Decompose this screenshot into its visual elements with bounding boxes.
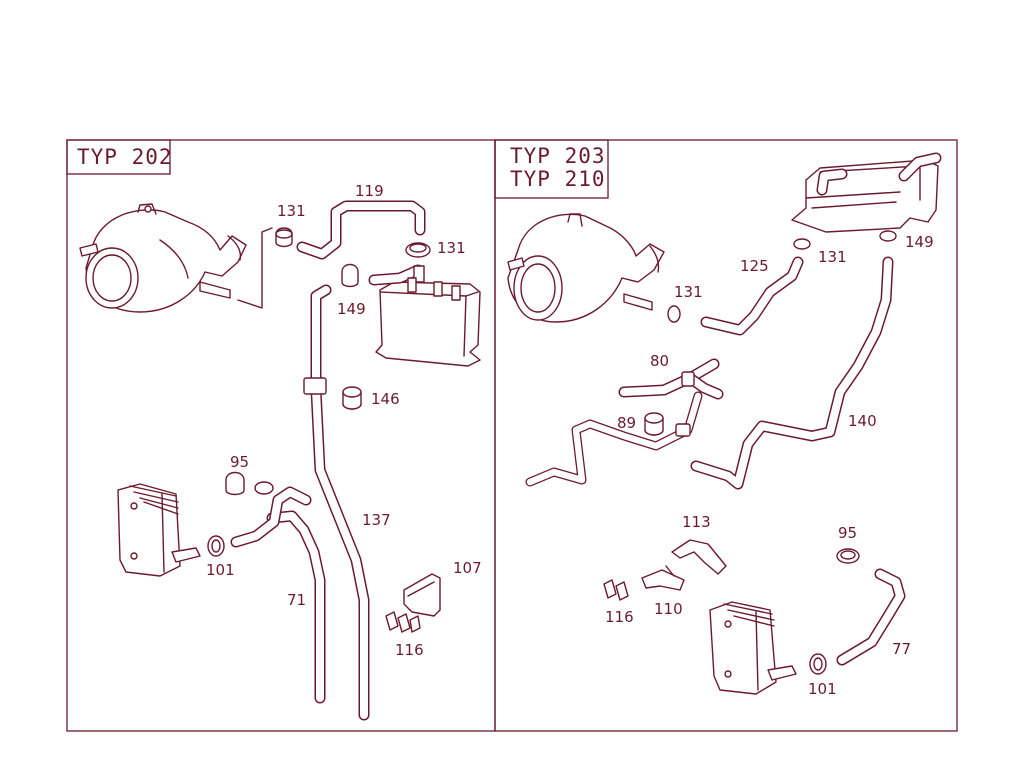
clamp-149-right: [879, 230, 897, 242]
clamp-131-a: [275, 227, 293, 248]
pump-housing-left: [79, 203, 273, 313]
hose-95-left: [225, 471, 312, 548]
part-label-71: 71: [287, 591, 306, 609]
panel-header-typ-210: TYP 210: [510, 167, 606, 191]
filter-unit-left: [368, 264, 481, 367]
hose-140: [690, 256, 894, 490]
left-labels: 119 131 131 149 146 137 95 101 71 107 11…: [206, 182, 482, 659]
panel-header-typ-203: TYP 203: [510, 144, 606, 168]
panel-header-typ-202: TYP 202: [77, 145, 173, 169]
part-label-113: 113: [682, 513, 711, 531]
pipe-71: [266, 510, 326, 704]
part-label-80: 80: [650, 352, 669, 370]
grommet-89: [644, 412, 664, 436]
part-label-95-right: 95: [838, 524, 857, 542]
bracket-110: [641, 565, 685, 591]
left-drawings: [79, 200, 481, 721]
part-label-146: 146: [371, 390, 400, 408]
hose-119: [296, 200, 426, 260]
clamp-131-c: [667, 305, 681, 323]
part-label-116-right: 116: [605, 608, 634, 626]
panel-frame-right: [494, 139, 958, 732]
hose-77: [836, 568, 906, 666]
pump-housing-right: [507, 213, 665, 323]
part-label-131-c: 131: [674, 283, 703, 301]
hose-125: [700, 256, 804, 336]
part-label-110: 110: [654, 600, 683, 618]
hose-80: [618, 358, 724, 400]
oil-cooler-right: [709, 601, 797, 695]
part-label-131-b: 131: [437, 239, 466, 257]
expansion-tank-right: [791, 152, 942, 233]
right-drawings: [507, 152, 942, 695]
part-label-116: 116: [395, 641, 424, 659]
right-labels: 149 131 125 131 80 89 140 113 95 116 110…: [605, 233, 934, 698]
clamp-95-right: [836, 548, 860, 564]
clamp-131-d: [793, 238, 811, 250]
clamp-101-right: [809, 653, 827, 675]
grommet-146: [342, 386, 362, 410]
part-label-101: 101: [206, 561, 235, 579]
pipe-137: [303, 284, 370, 721]
pipe-89: [525, 391, 703, 487]
clips-116-left: [385, 611, 421, 633]
part-label-131-d: 131: [818, 248, 847, 266]
panel-typ-203-210: TYP 203 TYP 210: [494, 139, 958, 732]
part-label-149: 149: [337, 300, 366, 318]
part-label-137: 137: [362, 511, 391, 529]
part-label-107: 107: [453, 559, 482, 577]
header-box-left: [66, 139, 171, 175]
bracket-113: [671, 539, 727, 575]
clips-116-right: [603, 579, 629, 601]
part-label-125: 125: [740, 257, 769, 275]
bracket-107: [403, 573, 441, 617]
part-label-140: 140: [848, 412, 877, 430]
part-label-89: 89: [617, 414, 636, 432]
part-label-95: 95: [230, 453, 249, 471]
clamp-101-left: [207, 535, 225, 557]
part-label-101-right: 101: [808, 680, 837, 698]
part-label-149-right: 149: [905, 233, 934, 251]
clamp-131-b: [405, 242, 431, 258]
part-label-119: 119: [355, 182, 384, 200]
clamp-149-left: [341, 263, 359, 288]
header-box-right: [494, 139, 609, 199]
part-label-131-a: 131: [277, 202, 306, 220]
oil-cooler-left: [117, 483, 201, 577]
part-label-77: 77: [892, 640, 911, 658]
